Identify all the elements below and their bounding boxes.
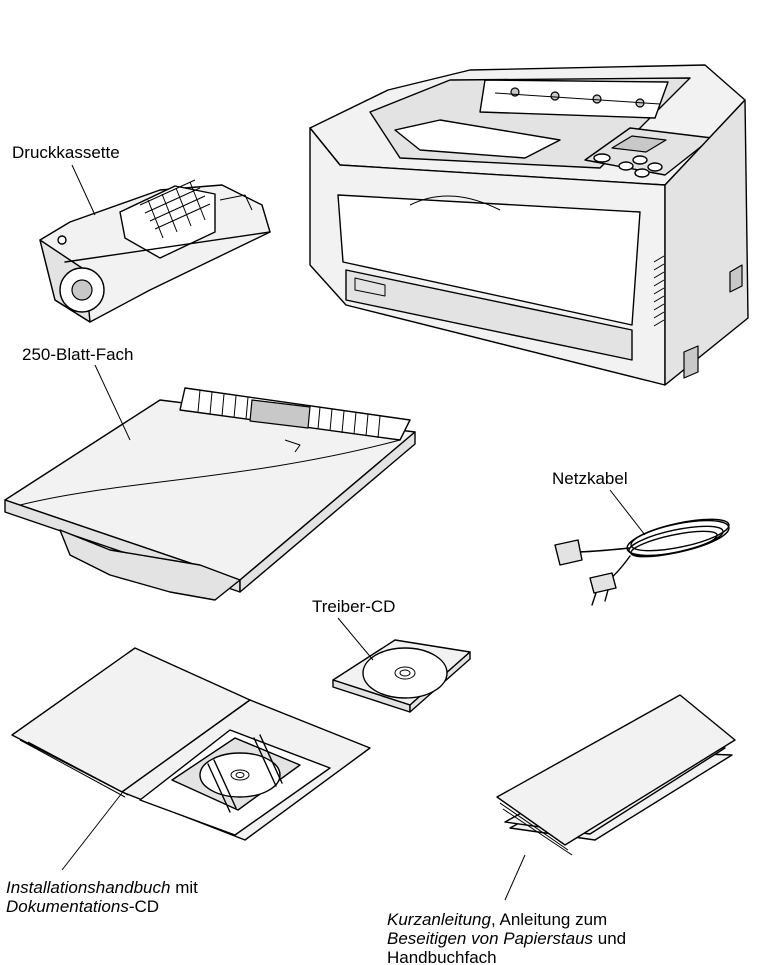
label-installation-guide-line1: Installationshandbuch mit: [6, 878, 198, 897]
paper-tray: [5, 388, 415, 600]
label-documentation-suffix: -CD: [129, 897, 159, 916]
label-quick-reference-line2: Beseitigen von Papierstaus und: [387, 929, 626, 948]
label-jam-guide-title: Beseitigen von Papierstaus: [387, 929, 593, 948]
label-tray: 250-Blatt-Fach: [22, 345, 134, 364]
power-cable: [555, 513, 732, 605]
label-quick-reference-suffix: , Anleitung zum: [491, 910, 607, 929]
label-cartridge: Druckkassette: [12, 143, 120, 162]
label-power-cable: Netzkabel: [552, 469, 628, 488]
label-installation-guide-title: Installationshandbuch: [6, 878, 170, 897]
label-quick-reference-title: Kurzanleitung: [387, 910, 491, 929]
label-quick-reference-line1: Kurzanleitung, Anleitung zum: [387, 910, 626, 929]
printer: [310, 65, 748, 385]
label-documentation-title: Dokumentations: [6, 897, 129, 916]
label-installation-guide-line2: Dokumentations-CD: [6, 897, 198, 916]
label-installation-guide-suffix: mit: [170, 878, 197, 897]
driver-cd: [333, 640, 470, 712]
toner-cartridge: [40, 180, 270, 322]
label-jam-guide-suffix: und: [593, 929, 626, 948]
installation-booklet: [12, 648, 370, 840]
label-quick-reference-line3: Handbuchfach: [387, 948, 626, 965]
label-quick-reference: Kurzanleitung, Anleitung zum Beseitigen …: [387, 910, 626, 965]
label-installation-guide: Installationshandbuch mit Dokumentations…: [6, 878, 198, 916]
label-driver-cd: Treiber-CD: [312, 597, 395, 616]
quick-reference-cards: [497, 695, 735, 855]
